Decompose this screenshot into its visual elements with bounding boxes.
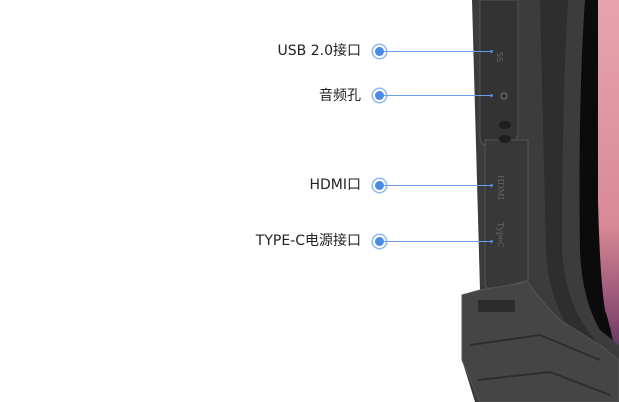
callout-end-audio [490, 94, 493, 97]
callout-line-typec [384, 241, 492, 242]
callout-end-hdmi [490, 184, 493, 187]
callout-end-usb [490, 50, 493, 53]
callout-end-typec [490, 240, 493, 243]
callout-dot-typec [375, 237, 384, 246]
callout-dot-audio [375, 91, 384, 100]
callout-dot-hdmi [375, 181, 384, 190]
callout-label-hdmi: HDMI口 [309, 177, 361, 193]
hdmi-marking: HDMI [496, 175, 505, 200]
typec-marking: TypeC [496, 222, 505, 248]
callout-line-audio [384, 95, 492, 96]
callout-dot-usb [375, 47, 384, 56]
callout-label-usb: USB 2.0接口 [277, 43, 361, 59]
screen-display [598, 0, 619, 375]
callout-label-audio: 音频孔 [319, 88, 361, 104]
callout-line-hdmi [384, 185, 492, 186]
callout-label-typec: TYPE-C电源接口 [255, 233, 361, 249]
callout-line-usb [384, 51, 492, 52]
usb-marking: SS [495, 52, 504, 62]
